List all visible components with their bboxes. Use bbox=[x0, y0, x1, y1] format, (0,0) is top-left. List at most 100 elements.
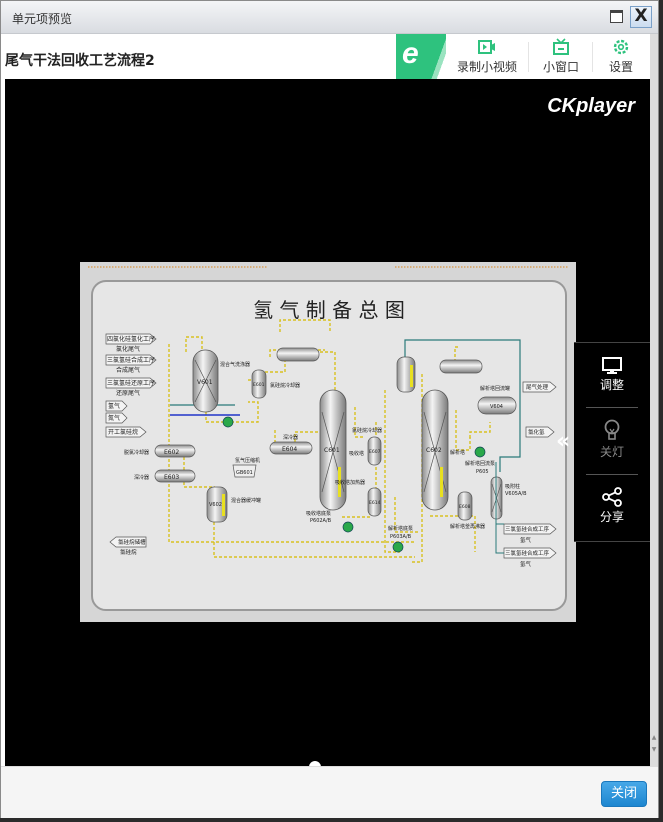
output-sub-label: 氢气 bbox=[520, 536, 532, 544]
video-record-icon bbox=[478, 40, 495, 54]
input-label: 三氯氢硅合成工序 bbox=[107, 356, 155, 364]
pump-icon bbox=[222, 416, 234, 428]
equipment-label: 深冷器 bbox=[283, 434, 298, 441]
document-title: 尾气干法回收工艺流程2 bbox=[5, 53, 155, 69]
equipment-tag: V604 bbox=[490, 404, 503, 410]
scroll-down-arrow-icon[interactable]: ▼ bbox=[651, 746, 657, 753]
window-close-button[interactable]: X bbox=[630, 6, 652, 28]
gear-icon bbox=[613, 39, 629, 55]
equipment-label: 解析塔底泵 bbox=[388, 525, 413, 532]
pump-icon bbox=[342, 521, 354, 533]
diagram-title: 氢 气 制 备 总 图 bbox=[253, 298, 405, 322]
toolbar-divider bbox=[528, 42, 529, 72]
input-label: 氮气 bbox=[108, 414, 120, 422]
settings-label: 设置 bbox=[608, 60, 633, 74]
tv-icon bbox=[553, 38, 569, 55]
output-sub-label: 氯硅烷 bbox=[120, 548, 137, 556]
output-label: 三氯氢硅合成工序 bbox=[505, 525, 550, 533]
side-menu-divider bbox=[586, 474, 638, 475]
share-label: 分享 bbox=[599, 510, 624, 524]
player-toolbar: e 录制小视频 小窗口 设置 bbox=[396, 34, 650, 79]
input-sub-label: 还原尾气 bbox=[116, 389, 140, 397]
title-bar: 单元项预览 X bbox=[1, 1, 658, 34]
lights-off-button[interactable]: 关灯 bbox=[574, 419, 650, 460]
scroll-up-arrow-icon[interactable]: ▲ bbox=[651, 734, 657, 741]
equipment-label: 解析塔 bbox=[450, 449, 465, 456]
vertical-scrollbar[interactable]: ▲ ▼ bbox=[650, 34, 658, 766]
input-sub-label: 合成尾气 bbox=[116, 366, 140, 374]
equipment-label: 氯硅烷冷却器 bbox=[352, 427, 382, 434]
equipment-tag: GB601 bbox=[236, 470, 253, 476]
equipment-label: 吸附柱 bbox=[505, 483, 520, 490]
equipment-tag: E608 bbox=[459, 504, 471, 510]
input-label: 四氯化硅氢化工序 bbox=[107, 335, 155, 343]
equipment-label: 吸收塔 bbox=[349, 450, 364, 457]
player-brand-logo: CKplayer bbox=[547, 95, 635, 117]
record-video-button[interactable]: 录制小视频 bbox=[450, 38, 524, 75]
document-header: 尾气干法回收工艺流程2 e 录制小视频 小窗口 设置 bbox=[1, 34, 651, 79]
progress-handle[interactable] bbox=[308, 761, 321, 766]
content-area: 尾气干法回收工艺流程2 e 录制小视频 小窗口 设置 bbox=[1, 34, 658, 766]
equipment-label: 混合气洗涤器 bbox=[220, 361, 250, 368]
share-button[interactable]: 分享 bbox=[574, 487, 650, 525]
mini-window-label: 小窗口 bbox=[542, 60, 579, 74]
toolbar-divider bbox=[592, 42, 593, 72]
output-sub-label: 氢气 bbox=[520, 560, 532, 568]
maximize-button[interactable] bbox=[610, 10, 623, 23]
share-icon bbox=[602, 487, 622, 507]
side-panel-toggle[interactable]: « bbox=[556, 429, 571, 454]
equipment-label: 吸收塔加热器 bbox=[335, 479, 365, 486]
equipment-label: 解析塔回流泵 bbox=[465, 460, 495, 467]
equipment-tag: P605 bbox=[476, 469, 489, 475]
pump-icon bbox=[474, 446, 486, 458]
equipment-label: 混合器缓冲罐 bbox=[231, 497, 261, 504]
output-label: 氯硅烷储槽 bbox=[118, 538, 146, 546]
video-player[interactable]: CKplayer 氢 气 制 备 总 图 bbox=[5, 79, 650, 766]
equipment-tag: P602A/B bbox=[310, 518, 332, 524]
dialog-footer: 关闭 bbox=[1, 766, 658, 818]
process-diagram: 氢 气 制 备 总 图 bbox=[80, 262, 576, 622]
equipment-tag: P603A/B bbox=[390, 534, 412, 540]
side-menu-divider bbox=[586, 407, 638, 408]
pump-icon bbox=[392, 541, 404, 553]
equipment-label: 解析塔釜再沸器 bbox=[450, 523, 485, 530]
mini-window-button[interactable]: 小窗口 bbox=[536, 38, 586, 75]
equipment-tag: V602 bbox=[209, 502, 222, 508]
equipment-tag: E604 bbox=[282, 446, 297, 453]
equipment-tag: C602 bbox=[426, 447, 442, 454]
equipment-tag: V601 bbox=[197, 379, 213, 386]
monitor-icon bbox=[602, 357, 622, 374]
window-title: 单元项预览 bbox=[12, 12, 73, 26]
equipment-label: 深冷器 bbox=[134, 474, 149, 481]
equipment-tag: E607 bbox=[369, 449, 381, 455]
settings-button[interactable]: 设置 bbox=[600, 38, 642, 75]
output-label: 氯化氢 bbox=[528, 428, 545, 436]
input-label: 三氯氢硅还原工序 bbox=[107, 379, 155, 387]
equipment-tag: E614 bbox=[369, 500, 381, 506]
browser-logo-icon: e bbox=[396, 34, 446, 79]
player-side-menu: 调整 关灯 分享 bbox=[574, 342, 650, 542]
equipment-tag: E601 bbox=[253, 382, 265, 388]
input-label: 开工氯硅烷 bbox=[108, 428, 138, 436]
equipment-label: 氢气压缩机 bbox=[235, 457, 260, 464]
output-label: 尾气处理 bbox=[526, 383, 549, 391]
adjust-label: 调整 bbox=[599, 378, 624, 392]
input-label: 氢气 bbox=[108, 402, 120, 410]
logo-glyph: e bbox=[402, 37, 419, 70]
equipment-label: 脱氯冷却器 bbox=[124, 449, 149, 456]
video-frame: 氢 气 制 备 总 图 bbox=[80, 262, 576, 622]
equipment-tag: C601 bbox=[324, 447, 340, 454]
equipment-label: 解析塔回流罐 bbox=[480, 385, 510, 392]
lights-off-label: 关灯 bbox=[599, 445, 624, 459]
equipment-tag: E602 bbox=[164, 449, 179, 456]
equipment-label: 吸收塔底泵 bbox=[306, 510, 331, 517]
equipment-label: 氯硅烷冷却器 bbox=[270, 382, 300, 389]
close-button[interactable]: 关闭 bbox=[601, 781, 647, 807]
equipment-tag: E603 bbox=[164, 474, 179, 481]
equipment-tag: V605A/B bbox=[505, 491, 527, 497]
adjust-button[interactable]: 调整 bbox=[574, 357, 650, 393]
lightbulb-icon bbox=[604, 419, 620, 440]
input-sub-label: 氯化尾气 bbox=[116, 345, 140, 353]
output-label: 三氯氢硅合成工序 bbox=[505, 549, 550, 557]
